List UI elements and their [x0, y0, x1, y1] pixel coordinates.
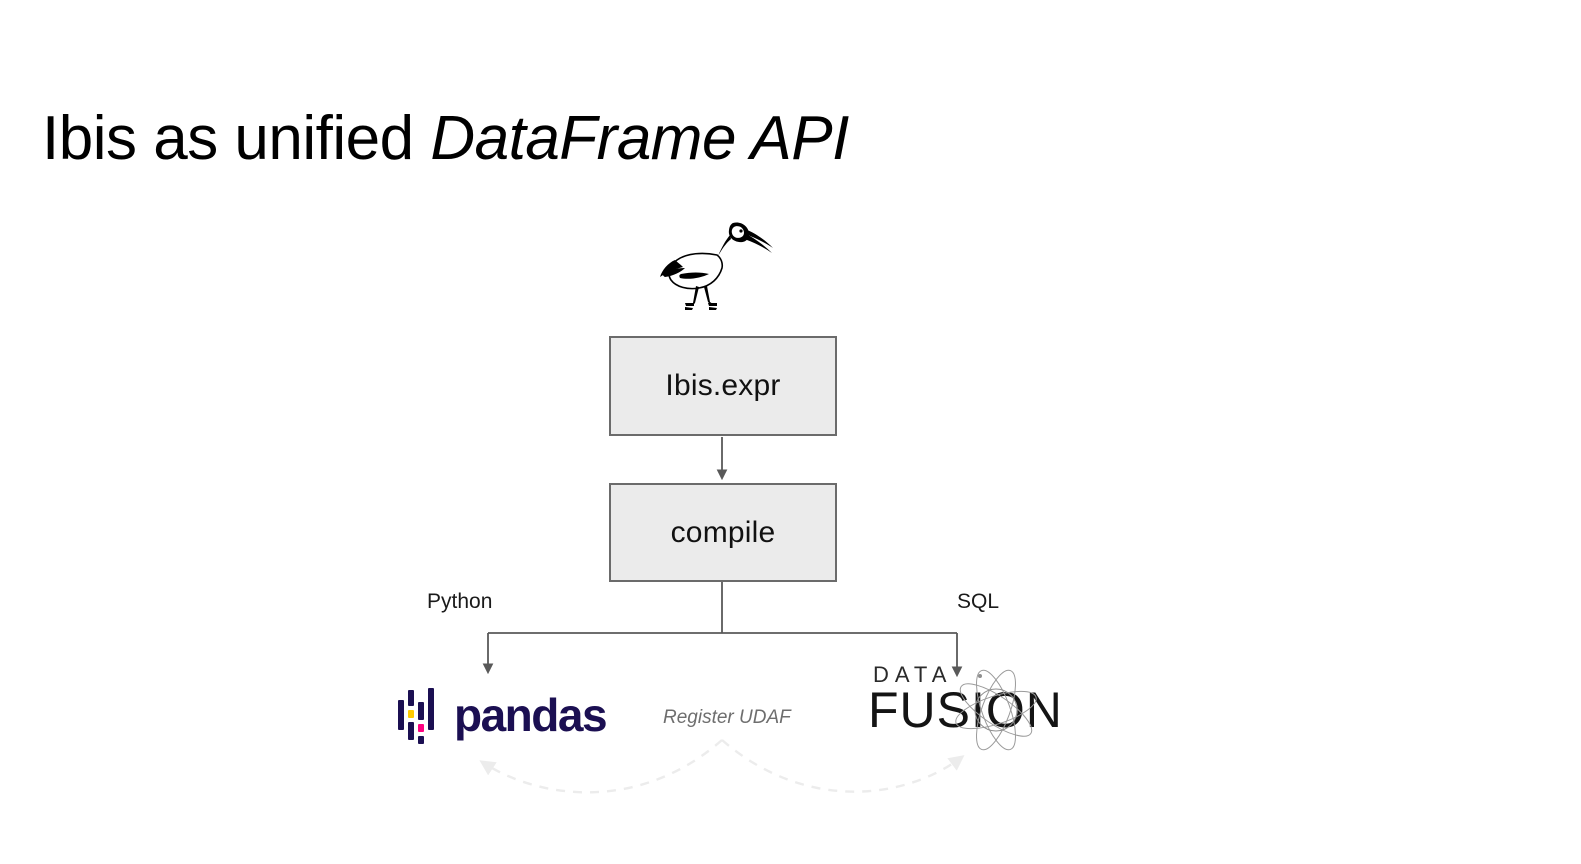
pandas-mark-icon [398, 688, 434, 744]
page-title: Ibis as unified DataFrame API [42, 107, 849, 170]
backend-logo-pandas: pandas [398, 684, 608, 746]
node-ibis-expr-label: Ibis.expr [665, 369, 781, 402]
page-title-plain: Ibis as unified [42, 103, 431, 173]
edge-label-python: Python [427, 590, 493, 613]
pandas-wordmark: pandas [454, 689, 608, 741]
node-compile[interactable]: compile [609, 483, 837, 582]
datafusion-wordmark-top: DATA [873, 662, 953, 687]
backend-logo-datafusion: DATA FUSION [868, 662, 1062, 757]
atom-icon [955, 669, 1037, 751]
node-ibis-expr[interactable]: Ibis.expr [609, 336, 837, 436]
edge-label-sql: SQL [957, 590, 1000, 613]
ibis-bird-icon [655, 208, 775, 313]
node-compile-label: compile [670, 515, 776, 549]
feedback-link-label: Register UDAF [663, 707, 791, 728]
page-title-emphasis: DataFrame API [430, 103, 849, 173]
